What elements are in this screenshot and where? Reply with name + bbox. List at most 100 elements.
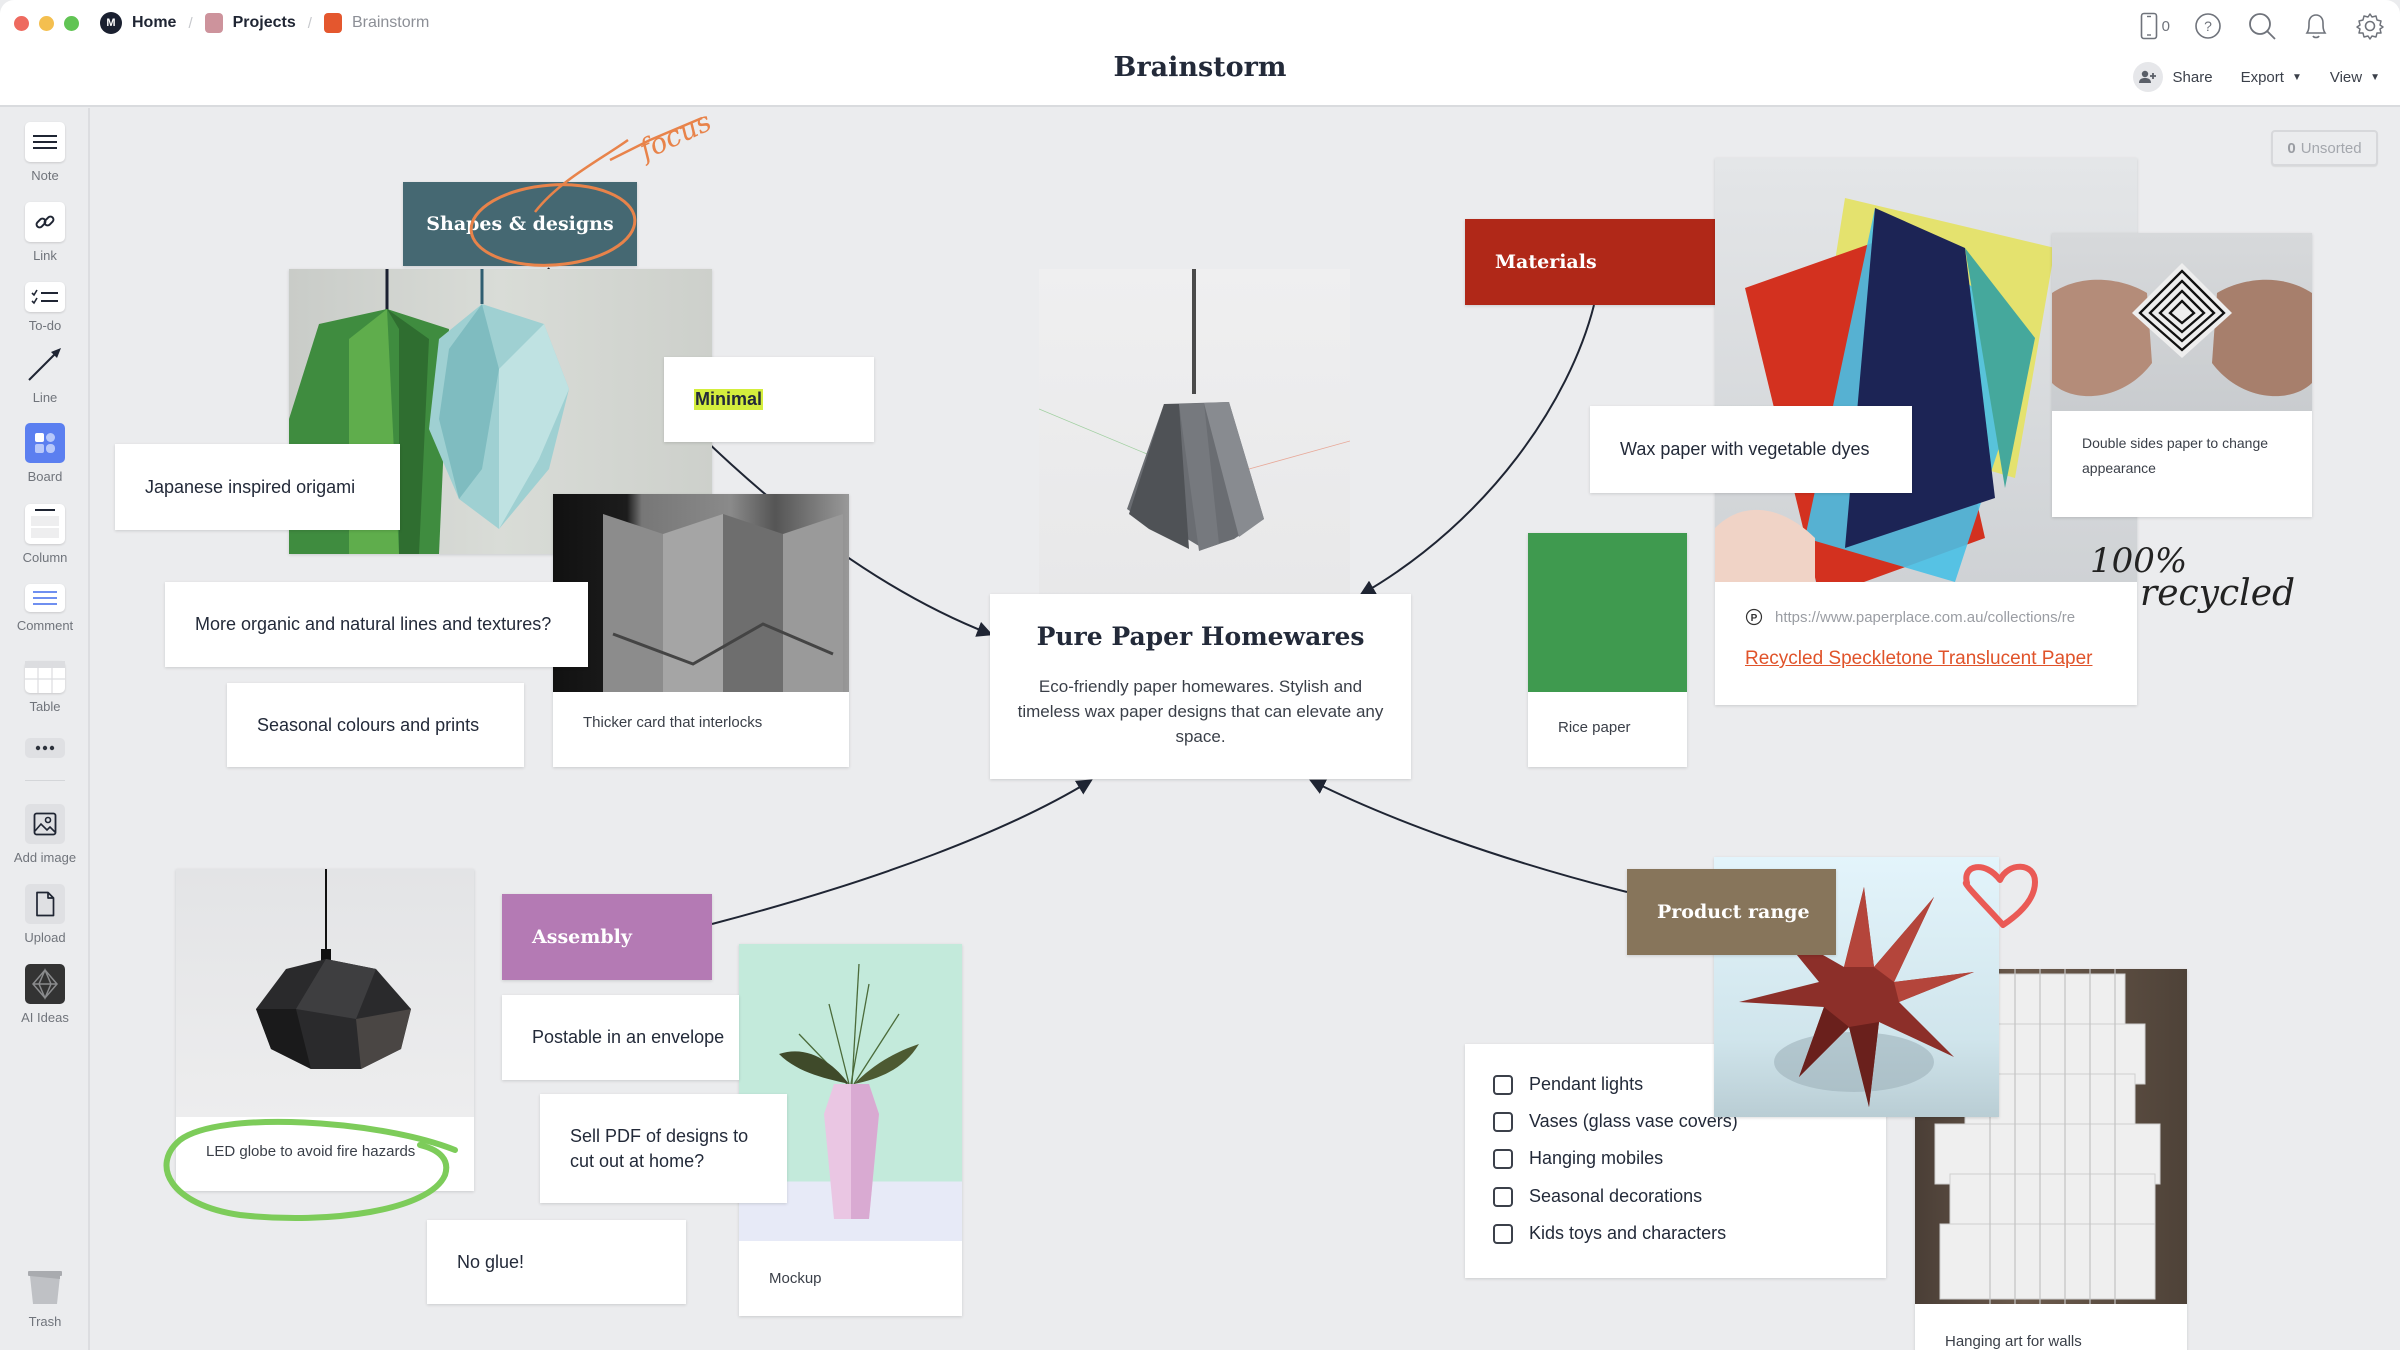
image-card-rice-paper[interactable]: Rice paper xyxy=(1528,533,1687,767)
settings-button[interactable] xyxy=(2354,10,2386,42)
unsorted-label: Unsorted xyxy=(2300,139,2362,157)
checkbox[interactable] xyxy=(1493,1148,1513,1169)
tool-link[interactable]: Link xyxy=(0,202,90,263)
trash-button[interactable]: Trash xyxy=(0,1268,90,1329)
note-wax-paper[interactable]: Wax paper with vegetable dyes xyxy=(1590,406,1912,493)
image-card-double-sides[interactable]: Double sides paper to change appearance xyxy=(2052,233,2312,517)
help-button[interactable]: ? xyxy=(2192,10,2224,42)
top-bar: M Home / Projects / Brainstorm Brainstor… xyxy=(0,0,2400,107)
note-text: Japanese inspired origami xyxy=(145,476,356,497)
note-japanese-origami[interactable]: Japanese inspired origami xyxy=(115,444,400,530)
checkbox[interactable] xyxy=(1493,1074,1513,1095)
image-caption: Mockup xyxy=(769,1270,822,1287)
black-pendant-lamp-image xyxy=(176,869,474,1117)
image-icon xyxy=(25,804,65,844)
tool-upload[interactable]: Upload xyxy=(0,884,90,945)
breadcrumb-home-label: Home xyxy=(132,14,177,31)
tool-table[interactable]: Table xyxy=(0,661,90,714)
svg-text:P: P xyxy=(1751,613,1758,624)
tool-todo[interactable]: To-do xyxy=(0,282,90,333)
breadcrumb-home[interactable]: M Home xyxy=(100,12,176,34)
todo-item[interactable]: Hanging mobiles xyxy=(1493,1148,1663,1169)
origami-lamps-image[interactable] xyxy=(289,269,712,554)
tool-label: AI Ideas xyxy=(21,1010,69,1025)
unsorted-button[interactable]: 0 Unsorted xyxy=(2271,130,2378,166)
todo-item[interactable]: Pendant lights xyxy=(1493,1074,1643,1095)
share-button[interactable]: Share xyxy=(2132,62,2213,92)
header-actions: Share Export ▼ View ▼ xyxy=(2132,62,2380,92)
todo-label: Hanging mobiles xyxy=(1529,1148,1664,1168)
double-sided-paper-image xyxy=(2052,233,2312,411)
note-seasonal-colours[interactable]: Seasonal colours and prints xyxy=(227,683,524,767)
checkbox[interactable] xyxy=(1493,1186,1513,1207)
comment-icon xyxy=(25,584,65,612)
note-text: Sell PDF of designs to cut out at home? xyxy=(570,1125,749,1171)
tool-ai-ideas[interactable]: AI Ideas xyxy=(0,964,90,1025)
heading-label: Assembly xyxy=(532,926,632,948)
tool-label: Board xyxy=(27,469,63,484)
tool-column[interactable]: Column xyxy=(0,504,90,565)
export-dropdown[interactable]: Export ▼ xyxy=(2241,69,2302,86)
todo-label: Kids toys and characters xyxy=(1529,1223,1727,1243)
image-caption: LED globe to avoid fire hazards xyxy=(206,1143,416,1160)
note-no-glue[interactable]: No glue! xyxy=(427,1220,686,1304)
minimize-window-button[interactable] xyxy=(39,16,54,31)
link-title[interactable]: Recycled Speckletone Translucent Paper xyxy=(1745,648,2093,669)
tool-line[interactable]: Line xyxy=(0,344,90,405)
center-title: Pure Paper Homewares xyxy=(1036,622,1365,651)
image-caption: Hanging art for walls xyxy=(1945,1333,2082,1350)
3d-lamp-render-image[interactable] xyxy=(1039,269,1350,594)
tool-comment[interactable]: Comment xyxy=(0,584,90,633)
projects-board-icon xyxy=(204,13,223,33)
center-card-pure-paper-homewares[interactable]: Pure Paper Homewares Eco-friendly paper … xyxy=(990,594,1411,779)
more-icon xyxy=(25,738,65,758)
breadcrumb-brainstorm[interactable]: Brainstorm xyxy=(323,13,429,33)
heading-product-range[interactable]: Product range xyxy=(1627,869,1836,955)
column-icon xyxy=(25,504,65,544)
breadcrumb: M Home / Projects / Brainstorm xyxy=(100,12,429,34)
note-organic-lines[interactable]: More organic and natural lines and textu… xyxy=(165,582,588,667)
tool-add-image[interactable]: Add image xyxy=(0,804,90,865)
tool-note[interactable]: Note xyxy=(0,122,90,183)
todo-label: Seasonal decorations xyxy=(1529,1186,1703,1206)
image-card-thicker-card[interactable]: Thicker card that interlocks xyxy=(553,494,849,767)
link-url: https://www.paperplace.com.au/collection… xyxy=(1775,608,2076,626)
breadcrumb-separator: / xyxy=(307,14,312,32)
heading-materials[interactable]: Materials xyxy=(1465,219,1750,305)
image-card-led-globe[interactable]: LED globe to avoid fire hazards xyxy=(176,869,474,1191)
note-minimal[interactable]: Minimal xyxy=(664,357,874,442)
milanote-logo-icon: M xyxy=(100,12,122,34)
note-postable[interactable]: Postable in an envelope xyxy=(502,995,739,1080)
maximize-window-button[interactable] xyxy=(64,16,79,31)
brainstorm-board-icon xyxy=(323,13,342,33)
todo-list-product-range[interactable]: Pendant lights Vases (glass vase covers)… xyxy=(1465,1044,1886,1278)
breadcrumb-projects-label: Projects xyxy=(232,14,296,31)
heading-shapes-designs[interactable]: Shapes & designs xyxy=(403,182,637,266)
interlocking-card-image xyxy=(553,494,849,692)
tool-label: Link xyxy=(33,248,57,263)
devices-button[interactable]: 0 xyxy=(2140,12,2170,40)
export-label: Export xyxy=(2240,68,2284,86)
todo-item[interactable]: Seasonal decorations xyxy=(1493,1186,1702,1207)
tool-board[interactable]: Board xyxy=(0,423,90,484)
tool-label: Line xyxy=(32,390,58,405)
todo-icon xyxy=(25,282,65,312)
bell-icon xyxy=(2305,14,2327,39)
search-button[interactable] xyxy=(2246,10,2278,42)
table-icon xyxy=(25,661,65,693)
checkbox[interactable] xyxy=(1493,1223,1513,1244)
share-label: Share xyxy=(2172,68,2213,86)
close-window-button[interactable] xyxy=(14,16,29,31)
unsorted-count: 0 xyxy=(2287,139,2296,157)
tool-label: Upload xyxy=(24,930,66,945)
view-dropdown[interactable]: View ▼ xyxy=(2330,69,2380,86)
heading-assembly[interactable]: Assembly xyxy=(502,894,712,980)
breadcrumb-projects[interactable]: Projects xyxy=(204,13,296,33)
notifications-button[interactable] xyxy=(2300,10,2332,42)
todo-item[interactable]: Vases (glass vase covers) xyxy=(1493,1111,1738,1132)
image-caption: Double sides paper to change appearance xyxy=(2082,435,2269,476)
note-sell-pdf[interactable]: Sell PDF of designs to cut out at home? xyxy=(540,1094,787,1203)
tool-more[interactable] xyxy=(0,738,90,758)
todo-item[interactable]: Kids toys and characters xyxy=(1493,1223,1726,1244)
checkbox[interactable] xyxy=(1493,1111,1513,1132)
